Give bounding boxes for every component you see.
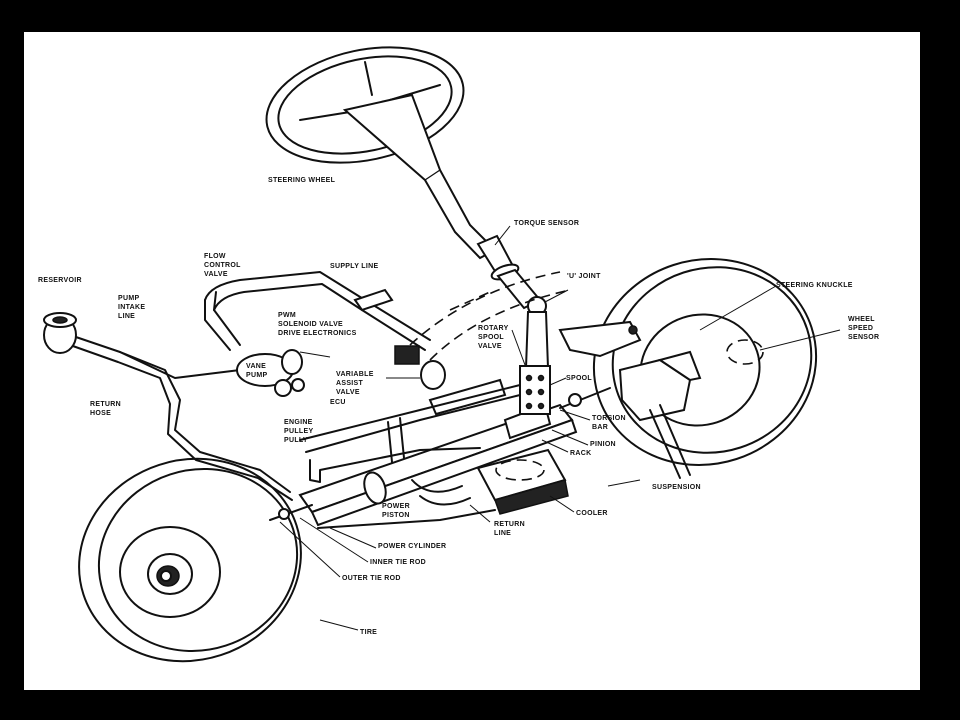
hydraulic-lines: [69, 271, 521, 529]
label-pwm-solenoid-valve: PWM SOLENOID VALVE DRIVE ELECTRONICS: [278, 312, 357, 337]
label-reservoir: RESERVOIR: [38, 277, 82, 284]
label-ecu: ECU: [330, 399, 346, 406]
label-inner-tie-rod: INNER TIE ROD: [370, 559, 426, 566]
svg-text:BAR: BAR: [592, 424, 608, 431]
steering-knuckle: [558, 320, 764, 479]
svg-text:HOSE: HOSE: [90, 410, 111, 417]
label-power-cylinder: POWER CYLINDER: [378, 543, 446, 550]
label-pinion: PINION: [590, 441, 616, 448]
leader-lines: [279, 225, 841, 631]
svg-text:WHEEL: WHEEL: [848, 316, 875, 323]
svg-text:POWER: POWER: [382, 503, 410, 510]
steering-wheel: [265, 46, 465, 164]
cooler: [476, 448, 569, 515]
svg-text:PULLY: PULLY: [284, 437, 308, 444]
label-tire: TIRE: [360, 629, 377, 636]
label-return-hose: RETURN HOSE: [90, 401, 121, 417]
label-steering-wheel: STEERING WHEEL: [268, 177, 336, 184]
label-vane-pump: VANE PUMP: [246, 363, 267, 379]
label-rack: RACK: [570, 450, 591, 457]
label-power-piston: POWER PISTON: [382, 503, 410, 519]
rack-assembly: [269, 378, 611, 527]
label-spool: SPOOL: [566, 375, 592, 382]
label-u-joint: 'U' JOINT: [567, 273, 601, 280]
left-wheel: [78, 457, 302, 663]
svg-text:CONTROL: CONTROL: [204, 262, 241, 269]
svg-text:SPOOL: SPOOL: [478, 334, 504, 341]
svg-text:VARIABLE: VARIABLE: [336, 371, 374, 378]
right-wheel: [592, 258, 818, 466]
label-engine-pulley: ENGINE PULLEY PULLY: [284, 419, 313, 444]
svg-text:PWM: PWM: [278, 312, 296, 319]
svg-text:PUMP: PUMP: [246, 372, 267, 379]
label-wheel-speed-sensor: WHEEL SPEED SENSOR: [848, 316, 879, 341]
svg-text:ROTARY: ROTARY: [478, 325, 509, 332]
svg-text:INTAKE: INTAKE: [118, 304, 145, 311]
label-suspension: SUSPENSION: [652, 484, 701, 491]
svg-text:DRIVE ELECTRONICS: DRIVE ELECTRONICS: [278, 330, 357, 337]
diagram-frame: STEERING WHEEL TORQUE SENSOR 'U' JOINT S…: [24, 32, 920, 690]
label-steering-knuckle: STEERING KNUCKLE: [776, 282, 853, 289]
label-pump-intake-line: PUMP INTAKE LINE: [118, 295, 145, 320]
label-cooler: COOLER: [576, 510, 608, 517]
svg-text:VALVE: VALVE: [478, 343, 502, 350]
svg-text:RETURN: RETURN: [90, 401, 121, 408]
svg-text:ENGINE: ENGINE: [284, 419, 313, 426]
label-rotary-spool-valve: ROTARY SPOOL VALVE: [478, 325, 509, 350]
svg-text:FLOW: FLOW: [204, 253, 226, 260]
label-variable-assist-valve: VARIABLE ASSIST VALVE: [336, 371, 374, 396]
svg-text:SOLENOID VALVE: SOLENOID VALVE: [278, 321, 343, 328]
svg-text:PULLEY: PULLEY: [284, 428, 313, 435]
label-supply-line: SUPPLY LINE: [330, 263, 378, 270]
label-flow-control-valve: FLOW CONTROL VALVE: [204, 253, 241, 278]
svg-text:TORSION: TORSION: [592, 415, 626, 422]
svg-text:SPEED: SPEED: [848, 325, 873, 332]
svg-text:ASSIST: ASSIST: [336, 380, 364, 387]
hydraulic-components: [43, 288, 446, 397]
svg-text:LINE: LINE: [494, 530, 511, 537]
svg-text:VALVE: VALVE: [204, 271, 228, 278]
svg-text:RETURN: RETURN: [494, 521, 525, 528]
label-torque-sensor: TORQUE SENSOR: [514, 220, 579, 227]
steering-column: [342, 93, 550, 369]
motion-indicators: [409, 271, 571, 361]
steering-system-diagram: STEERING WHEEL TORQUE SENSOR 'U' JOINT S…: [38, 46, 879, 663]
label-return-line: RETURN LINE: [494, 521, 525, 537]
svg-text:PUMP: PUMP: [118, 295, 139, 302]
labels: STEERING WHEEL TORQUE SENSOR 'U' JOINT S…: [38, 177, 879, 636]
svg-text:SENSOR: SENSOR: [848, 334, 879, 341]
svg-text:VANE: VANE: [246, 363, 266, 370]
rotary-spool-valve: [519, 365, 551, 415]
svg-text:PISTON: PISTON: [382, 512, 410, 519]
svg-text:VALVE: VALVE: [336, 389, 360, 396]
label-torsion-bar: TORSION BAR: [592, 415, 626, 431]
label-outer-tie-rod: OUTER TIE ROD: [342, 575, 401, 582]
svg-text:LINE: LINE: [118, 313, 135, 320]
